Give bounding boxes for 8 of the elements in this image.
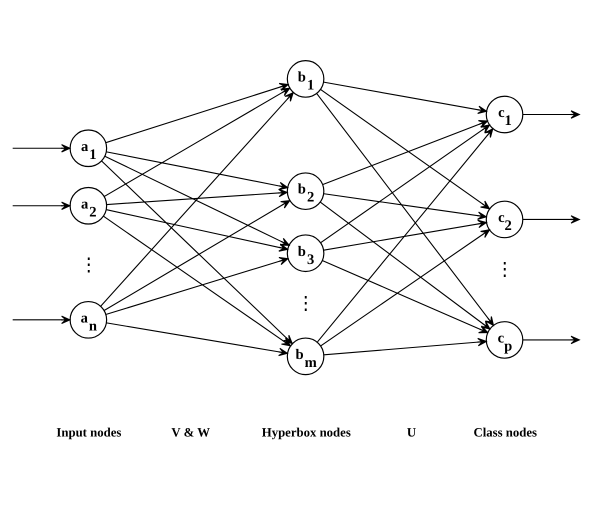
label: Hyperbox nodes: [262, 425, 351, 440]
label: U: [406, 425, 416, 440]
label: Input nodes: [56, 425, 122, 440]
label: ⋮: [496, 259, 514, 280]
label: ⋮: [79, 254, 98, 275]
label: ⋮: [296, 292, 315, 313]
label: Class nodes: [474, 425, 538, 440]
label: V & W: [171, 425, 210, 440]
